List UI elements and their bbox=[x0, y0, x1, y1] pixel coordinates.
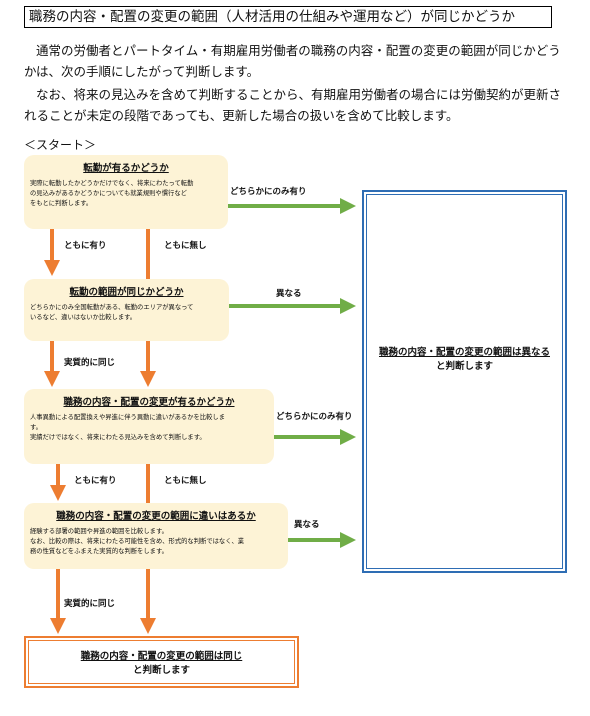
intro-paragraph: 通常の労働者とパートタイム・有期雇用労働者の職務の内容・配置の変更の範囲が同じか… bbox=[24, 43, 561, 79]
label-step1-down-left: ともに有り bbox=[64, 241, 107, 251]
label-step4-right: 異なる bbox=[294, 520, 320, 530]
step3-box: 職務の内容・配置の変更が有るかどうか 人事異動による配置換えや昇進に伴う異動に違… bbox=[24, 389, 274, 464]
start-label: ＜スタート＞ bbox=[24, 138, 97, 152]
step4-desc-line: なお、比較の際は、将来にわたる可能性を含め、形式的な判断ではなく、業 bbox=[30, 538, 245, 545]
result-same-line2: と判断します bbox=[132, 665, 190, 676]
step4-box: 職務の内容・配置の変更の範囲に違いはあるか 経験する部署の範囲や昇進の範囲を比較… bbox=[24, 503, 288, 569]
note-paragraph: なお、将来の見込みを含めて判断することから、有期雇用労働者の場合には労働契約が更… bbox=[24, 87, 562, 123]
label-step4-down: 実質的に同じ bbox=[64, 599, 116, 609]
step4-title: 職務の内容・配置の変更の範囲に違いはあるか bbox=[56, 511, 256, 522]
step3-desc-line: す。 bbox=[30, 424, 42, 431]
step2-desc-line: いるなど、違いはないか比較します。 bbox=[30, 314, 137, 321]
step3-desc-line: 実績だけではなく、将来にわたる見込みを含めて判断します。 bbox=[30, 434, 206, 441]
step1-title: 転勤が有るかどうか bbox=[83, 163, 169, 174]
step1-desc-line: をもとに判断します。 bbox=[30, 200, 93, 207]
step1-box: 転勤が有るかどうか 実際に転勤したかどうかだけでなく、将来にわたって転勤 の見込… bbox=[24, 155, 228, 229]
result-different-line1: 職務の内容・配置の変更の範囲は異なる bbox=[378, 347, 550, 358]
label-step2-right: 異なる bbox=[276, 289, 302, 299]
step3-desc-line: 人事異動による配置換えや昇進に伴う異動に違いがあるかを比較しま bbox=[30, 414, 226, 421]
label-step3-down-left: ともに有り bbox=[74, 476, 117, 486]
step3-title: 職務の内容・配置の変更が有るかどうか bbox=[63, 397, 235, 408]
result-different-box: 職務の内容・配置の変更の範囲は異なる と判断します bbox=[362, 190, 567, 573]
step2-desc-line: どちらかにのみ全国転勤がある、転勤のエリアが異なって bbox=[30, 304, 194, 311]
label-step3-right: どちらかにのみ有り bbox=[276, 412, 353, 422]
step1-desc-line: 実際に転勤したかどうかだけでなく、将来にわたって転勤 bbox=[30, 180, 194, 187]
step2-title: 転勤の範囲が同じかどうか bbox=[69, 287, 184, 298]
step2-box: 転勤の範囲が同じかどうか どちらかにのみ全国転勤がある、転勤のエリアが異なって … bbox=[24, 279, 229, 341]
label-step3-down-right: ともに無し bbox=[164, 476, 207, 486]
label-step2-down: 実質的に同じ bbox=[64, 358, 116, 368]
step4-desc-line: 経験する部署の範囲や昇進の範囲を比較します。 bbox=[30, 528, 168, 535]
page-title: 職務の内容・配置の変更の範囲（人材活用の仕組みや運用など）が同じかどうか bbox=[24, 6, 552, 28]
step4-desc-line: 務の性質などをふまえた実質的な判断をします。 bbox=[30, 548, 168, 555]
step1-desc-line: の見込みがあるかどうかについても就業規則や慣行など bbox=[30, 190, 187, 197]
result-same-box: 職務の内容・配置の変更の範囲は同じ と判断します bbox=[24, 636, 299, 688]
label-step1-down-right: ともに無し bbox=[164, 241, 207, 251]
result-different-line2: と判断します bbox=[435, 361, 493, 372]
result-same-line1: 職務の内容・配置の変更の範囲は同じ bbox=[80, 651, 243, 662]
label-step1-right: どちらかにのみ有り bbox=[230, 187, 307, 197]
